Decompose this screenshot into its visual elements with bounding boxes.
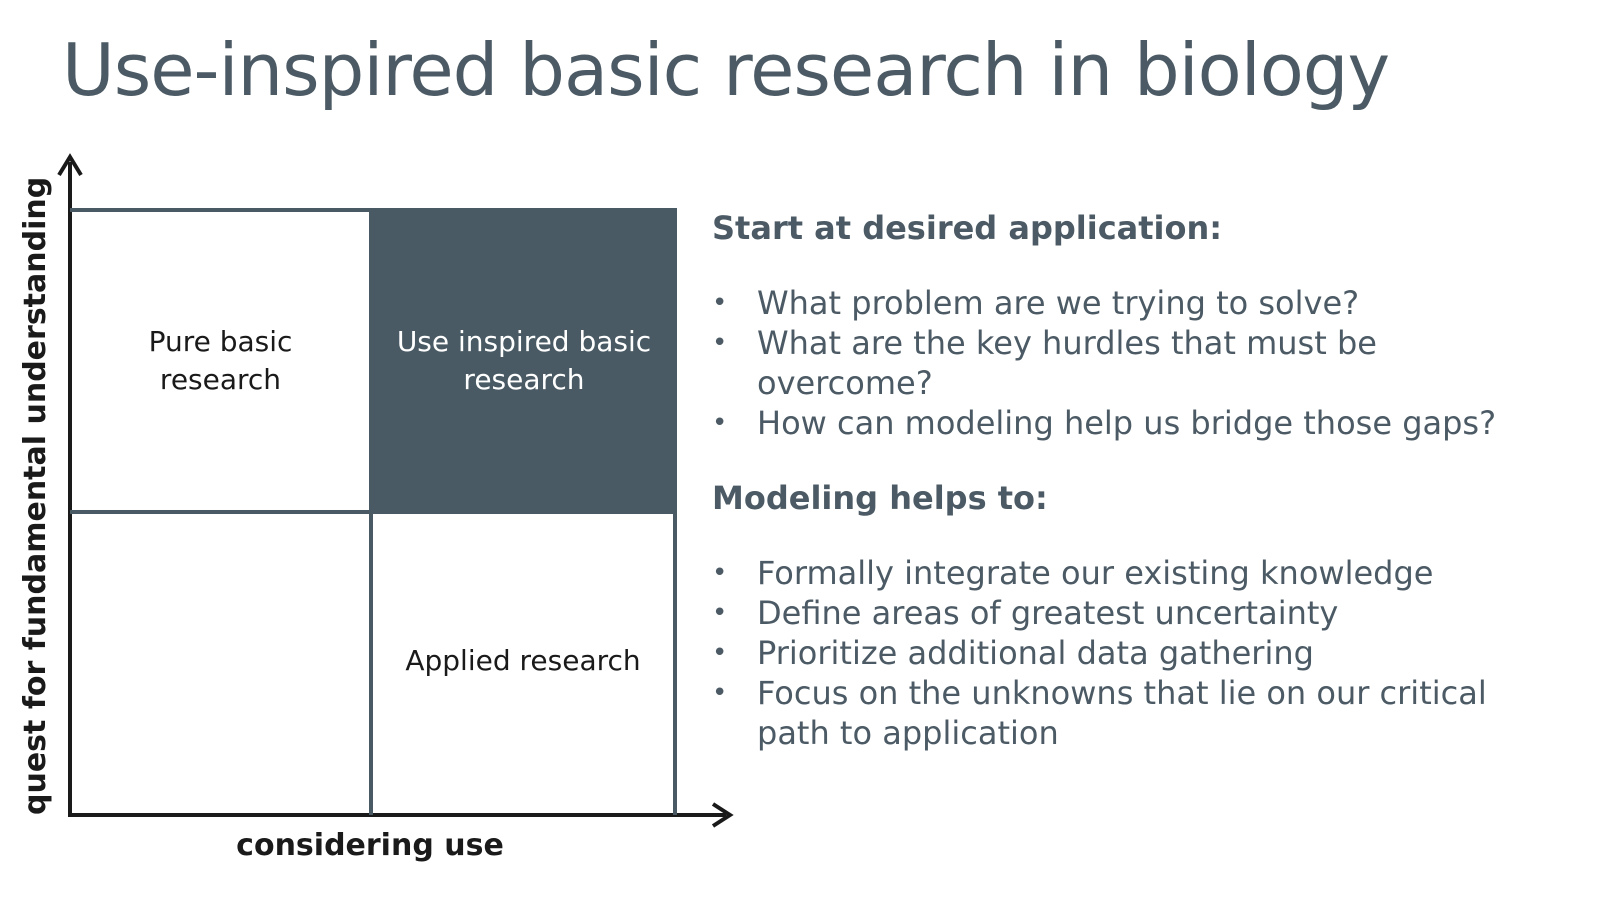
quadrant-empty: [72, 514, 369, 813]
heading-start-at-application: Start at desired application:: [712, 209, 1223, 247]
list-item-text: Formally integrate our existing knowledg…: [757, 554, 1434, 592]
x-axis-arrowhead: [711, 802, 734, 828]
quadrant-use-inspired-basic-research-label: Use inspired basic research: [396, 325, 652, 396]
list-item-text: What are the key hurdles that must be ov…: [757, 324, 1377, 402]
quadrant-applied-research: Applied research: [373, 514, 673, 813]
bullet-list-questions: • What problem are we trying to solve? • W…: [712, 283, 1572, 443]
bullet-icon: •: [712, 598, 728, 628]
quadrant-applied-research-label: Applied research: [405, 643, 641, 677]
y-axis-arrowhead: [57, 153, 83, 177]
list-item-text: Focus on the unknowns that lie on our cr…: [757, 674, 1487, 752]
slide-title: Use-inspired basic research in biology: [62, 28, 1390, 112]
quadrant-diagram: Pure basic research Use inspired basic r…: [0, 0, 760, 903]
quadrant-pure-basic-research: Pure basic research: [72, 212, 369, 510]
bullet-icon: •: [712, 408, 728, 438]
list-item: • Prioritize additional data gathering: [712, 633, 1572, 673]
bullet-icon: •: [712, 638, 728, 668]
list-item-text: Define areas of greatest uncertainty: [757, 594, 1339, 632]
quadrant-top-right-fill: [371, 208, 677, 514]
bullet-icon: •: [712, 328, 728, 358]
list-item: • How can modeling help us bridge those g…: [712, 403, 1572, 443]
bullet-icon: •: [712, 558, 728, 588]
text-panel: Start at desired application: • What prob…: [712, 205, 1572, 753]
list-item: • What are the key hurdles that must be o…: [712, 323, 1417, 403]
bullet-icon: •: [712, 678, 728, 708]
list-item: • Focus on the unknowns that lie on our c…: [712, 673, 1557, 753]
quadrant-use-inspired-basic-research: Use inspired basic research: [373, 212, 675, 510]
bullet-icon: •: [712, 288, 728, 318]
list-item: • What problem are we trying to solve?: [712, 283, 1572, 323]
list-item-text: Prioritize additional data gathering: [757, 634, 1314, 672]
quadrant-pure-basic-research-label: Pure basic research: [148, 325, 293, 396]
list-item-text: What problem are we trying to solve?: [757, 284, 1360, 322]
bullet-list-modeling: • Formally integrate our existing knowled…: [712, 553, 1572, 753]
x-axis-label: considering use: [236, 828, 504, 863]
list-item: • Define areas of greatest uncertainty: [712, 593, 1572, 633]
list-item-text: How can modeling help us bridge those ga…: [757, 404, 1497, 442]
list-item: • Formally integrate our existing knowled…: [712, 553, 1572, 593]
y-axis-label: quest for fundamental understanding: [18, 176, 53, 815]
diagram-svg: [57, 153, 734, 828]
heading-modeling-helps: Modeling helps to:: [712, 479, 1048, 517]
